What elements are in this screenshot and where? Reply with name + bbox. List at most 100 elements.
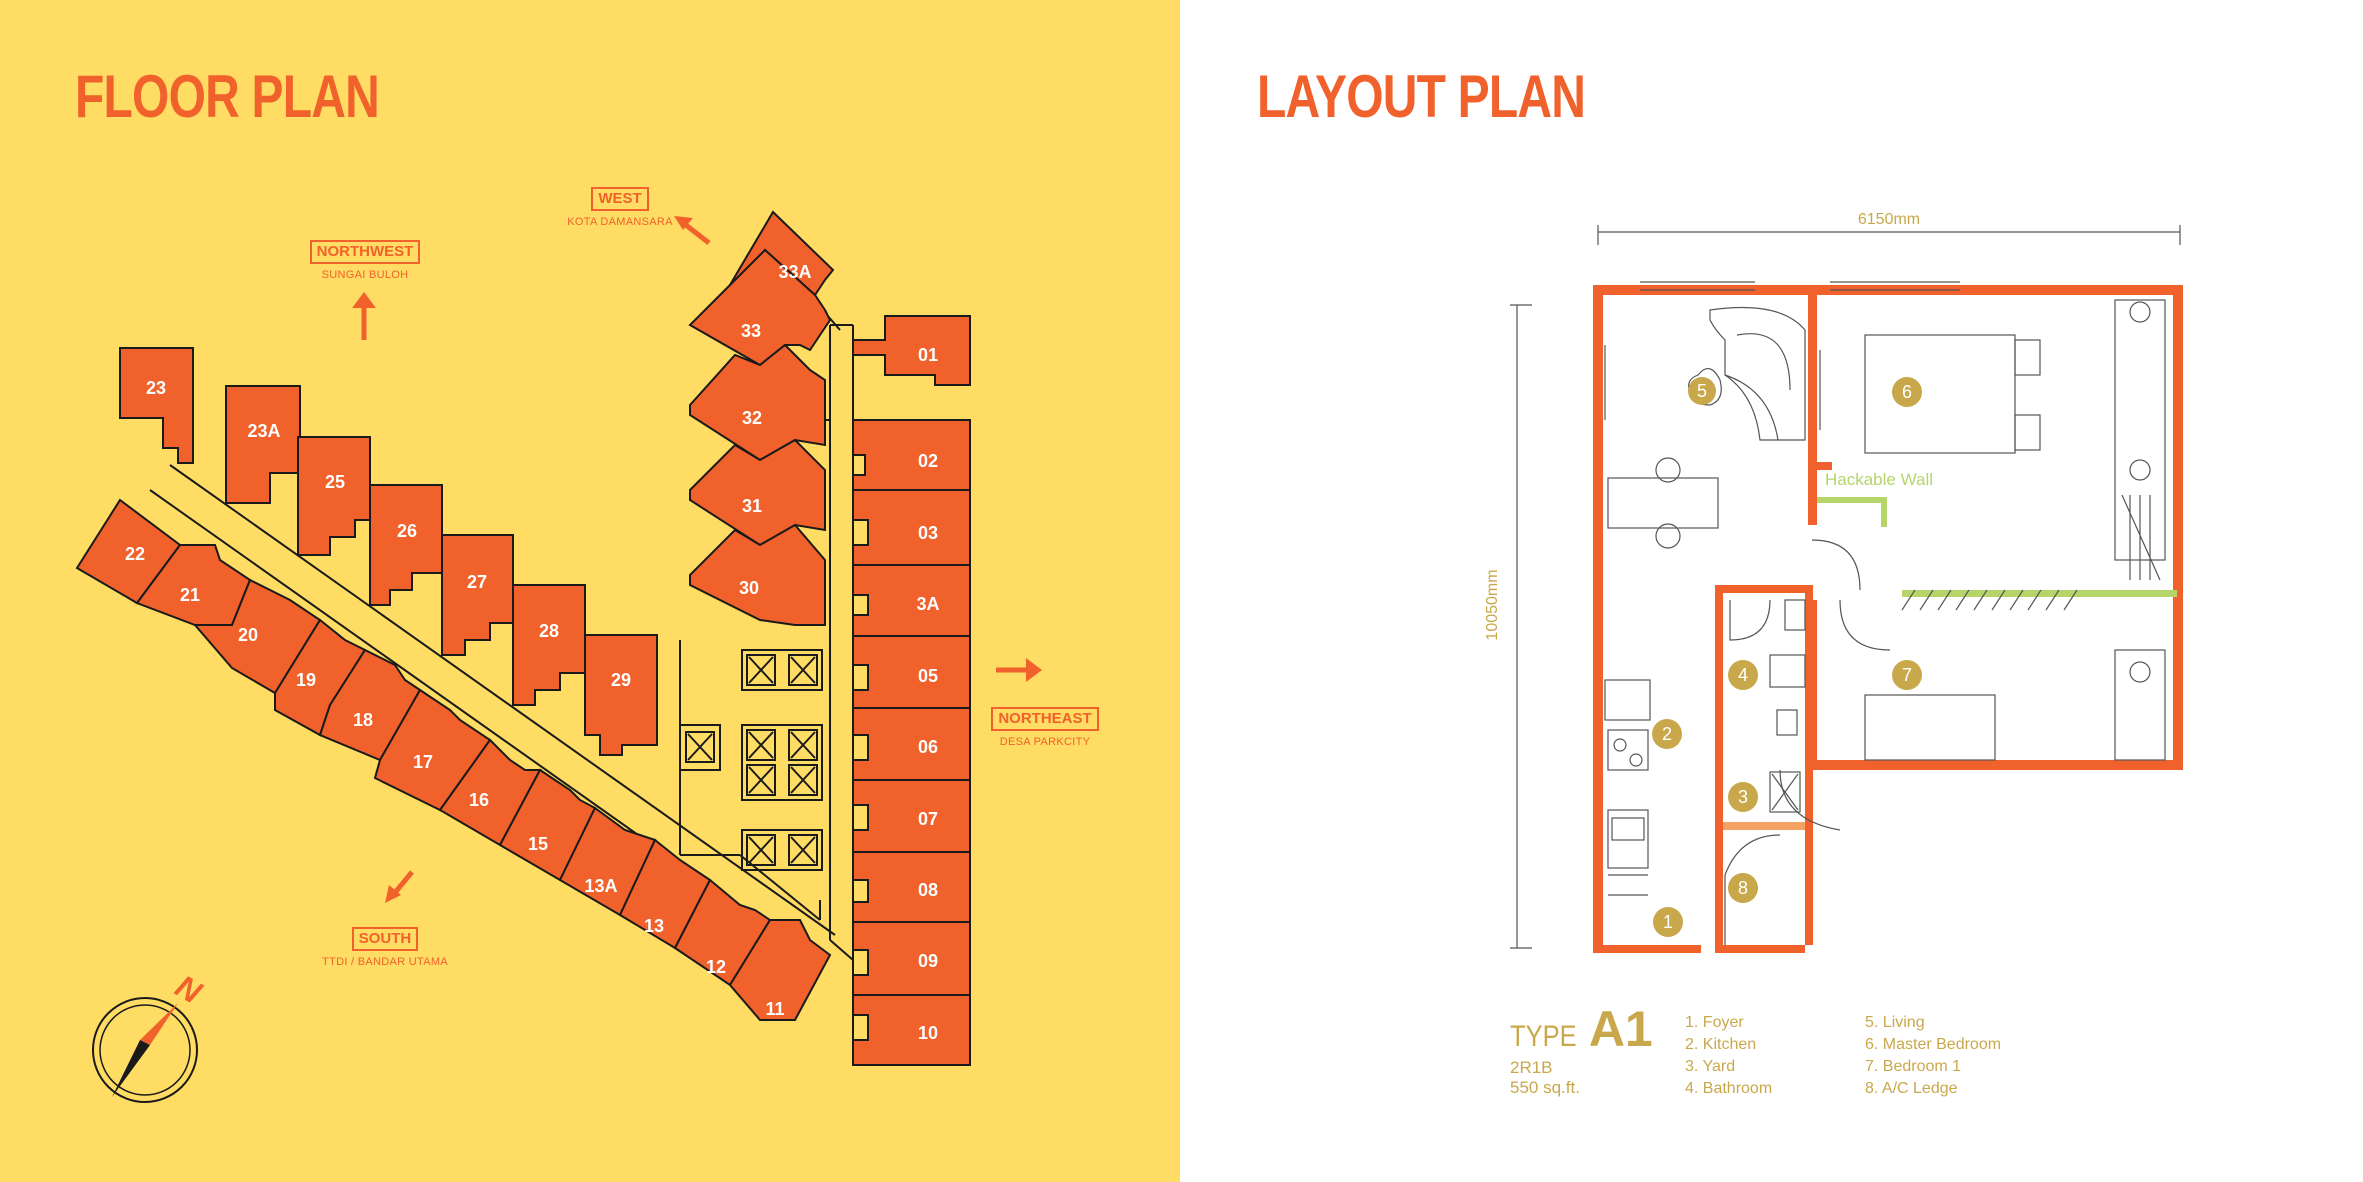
compass-north-letter: N	[169, 968, 208, 1011]
unit-03	[852, 489, 971, 566]
furniture	[1604, 281, 2166, 945]
unit-label-01: 01	[918, 345, 938, 365]
unit-23	[119, 347, 194, 464]
unit-label-28: 28	[539, 621, 559, 641]
unit-label-11: 11	[765, 999, 784, 1019]
room-marker-5: 5	[1697, 381, 1707, 401]
unit-type-block: TYPE A1 2R1B 550 sq.ft.	[1510, 1000, 1653, 1098]
hackable-wall-marker	[1817, 497, 2177, 597]
unit-label-10: 10	[918, 1023, 938, 1043]
unit-label-19: 19	[296, 670, 316, 690]
unit-05	[852, 635, 971, 709]
floor-plan-title: FLOOR PLAN	[75, 63, 380, 130]
legend-item: 5. Living	[1865, 1014, 1925, 1031]
direction-northeast-sub: DESA PARKCITY	[999, 736, 1091, 748]
unit-26	[369, 484, 443, 606]
unit-3a	[852, 564, 971, 637]
hackable-wall-label: Hackable Wall	[1825, 470, 1933, 489]
layout-plan-title: LAYOUT PLAN	[1257, 63, 1586, 130]
direction-west-label: WEST	[591, 187, 649, 211]
unit-27	[441, 534, 514, 656]
direction-west: WEST KOTA DAMANSARA	[555, 187, 685, 228]
unit-area: 550 sq.ft.	[1510, 1078, 1580, 1097]
unit-label-18: 18	[353, 710, 373, 730]
unit-label-30: 30	[739, 578, 759, 598]
direction-northwest-label: NORTHWEST	[309, 240, 421, 264]
unit-01	[852, 315, 971, 386]
room-marker-6: 6	[1902, 382, 1912, 402]
width-dimension: 6150mm	[1858, 211, 1920, 228]
unit-30	[689, 523, 826, 626]
dimension-lines	[1510, 225, 2181, 949]
room-marker-1: 1	[1663, 912, 1673, 932]
unit-07	[852, 779, 971, 853]
unit-label-02: 02	[918, 451, 938, 471]
unit-label-26: 26	[397, 521, 417, 541]
arrow-northeast-icon	[996, 658, 1042, 682]
unit-label-31: 31	[742, 496, 762, 516]
unit-label-05: 05	[918, 666, 938, 686]
unit-33	[688, 248, 832, 367]
legend-item: 4. Bathroom	[1685, 1080, 1773, 1097]
unit-label-07: 07	[918, 809, 938, 829]
unit-label-12: 12	[706, 957, 726, 977]
direction-northwest: NORTHWEST SUNGAI BULOH	[300, 240, 430, 281]
floor-plan-drawing: 23 23A 25 26 27 28 29 22 21 20 19 18 17 …	[75, 210, 1042, 1103]
room-legend-right: 5. Living 6. Master Bedroom 7. Bedroom 1…	[1865, 1012, 2001, 1100]
room-marker-7: 7	[1902, 665, 1912, 685]
direction-south-sub: TTDI / BANDAR UTAMA	[322, 956, 448, 968]
floor-plan-panel: FLOOR PLAN NORTHWEST SUNGAI BULOH WEST K…	[0, 0, 1180, 1182]
room-marker-3: 3	[1738, 787, 1748, 807]
unit-label-03: 03	[918, 523, 938, 543]
unit-label-33a: 33A	[778, 262, 811, 282]
legend-item: 7. Bedroom 1	[1865, 1058, 1962, 1075]
unit-label-21: 21	[180, 585, 200, 605]
compass-icon: N	[92, 968, 208, 1103]
unit-02	[852, 419, 971, 491]
legend-item: 8. A/C Ledge	[1865, 1080, 1958, 1097]
unit-label-09: 09	[918, 951, 938, 971]
unit-label-22: 22	[125, 544, 145, 564]
unit-09	[852, 921, 971, 996]
legend-item: 3. Yard	[1685, 1058, 1736, 1075]
direction-west-sub: KOTA DAMANSARA	[567, 216, 673, 228]
unit-config: 2R1B	[1510, 1058, 1553, 1077]
unit-label-20: 20	[238, 625, 258, 645]
unit-label-23a: 23A	[247, 421, 280, 441]
arrow-northwest-icon	[352, 292, 376, 340]
unit-label-23: 23	[146, 378, 166, 398]
unit-29	[584, 634, 658, 756]
direction-northeast: NORTHEAST DESA PARKCITY	[980, 707, 1110, 748]
unit-label-33: 33	[741, 321, 761, 341]
unit-walls	[1593, 285, 2183, 953]
height-dimension: 10050mm	[1484, 569, 1501, 640]
unit-23a	[225, 385, 301, 504]
legend-item: 6. Master Bedroom	[1865, 1036, 2002, 1053]
room-marker-4: 4	[1738, 665, 1748, 685]
unit-31	[689, 438, 826, 547]
legend-item: 2. Kitchen	[1685, 1036, 1757, 1053]
unit-label-25: 25	[325, 472, 345, 492]
unit-28	[512, 584, 586, 706]
unit-label-08: 08	[918, 880, 938, 900]
direction-south: SOUTH TTDI / BANDAR UTAMA	[305, 927, 465, 968]
core-lifts	[679, 649, 823, 871]
unit-label-16: 16	[469, 790, 489, 810]
layout-plan-panel: LAYOUT PLAN 6150mm 10050mm	[1180, 0, 2363, 1182]
arrow-west-icon	[674, 216, 711, 245]
unit-label-32: 32	[742, 408, 762, 428]
unit-08	[852, 851, 971, 923]
unit-label-17: 17	[413, 752, 433, 772]
unit-labels: 23 23A 25 26 27 28 29 22 21 20 19 18 17 …	[125, 262, 940, 1043]
room-markers	[1652, 377, 1922, 937]
room-marker-labels: 1 2 3 4 5 6 7 8	[1662, 381, 1912, 932]
arrow-south-icon	[385, 870, 414, 903]
unit-06	[852, 707, 971, 781]
unit-11	[728, 919, 832, 1021]
unit-10	[852, 994, 971, 1066]
unit-20	[192, 578, 322, 695]
direction-south-label: SOUTH	[351, 927, 419, 951]
unit-25	[297, 436, 371, 556]
type-code: A1	[1588, 1001, 1653, 1057]
